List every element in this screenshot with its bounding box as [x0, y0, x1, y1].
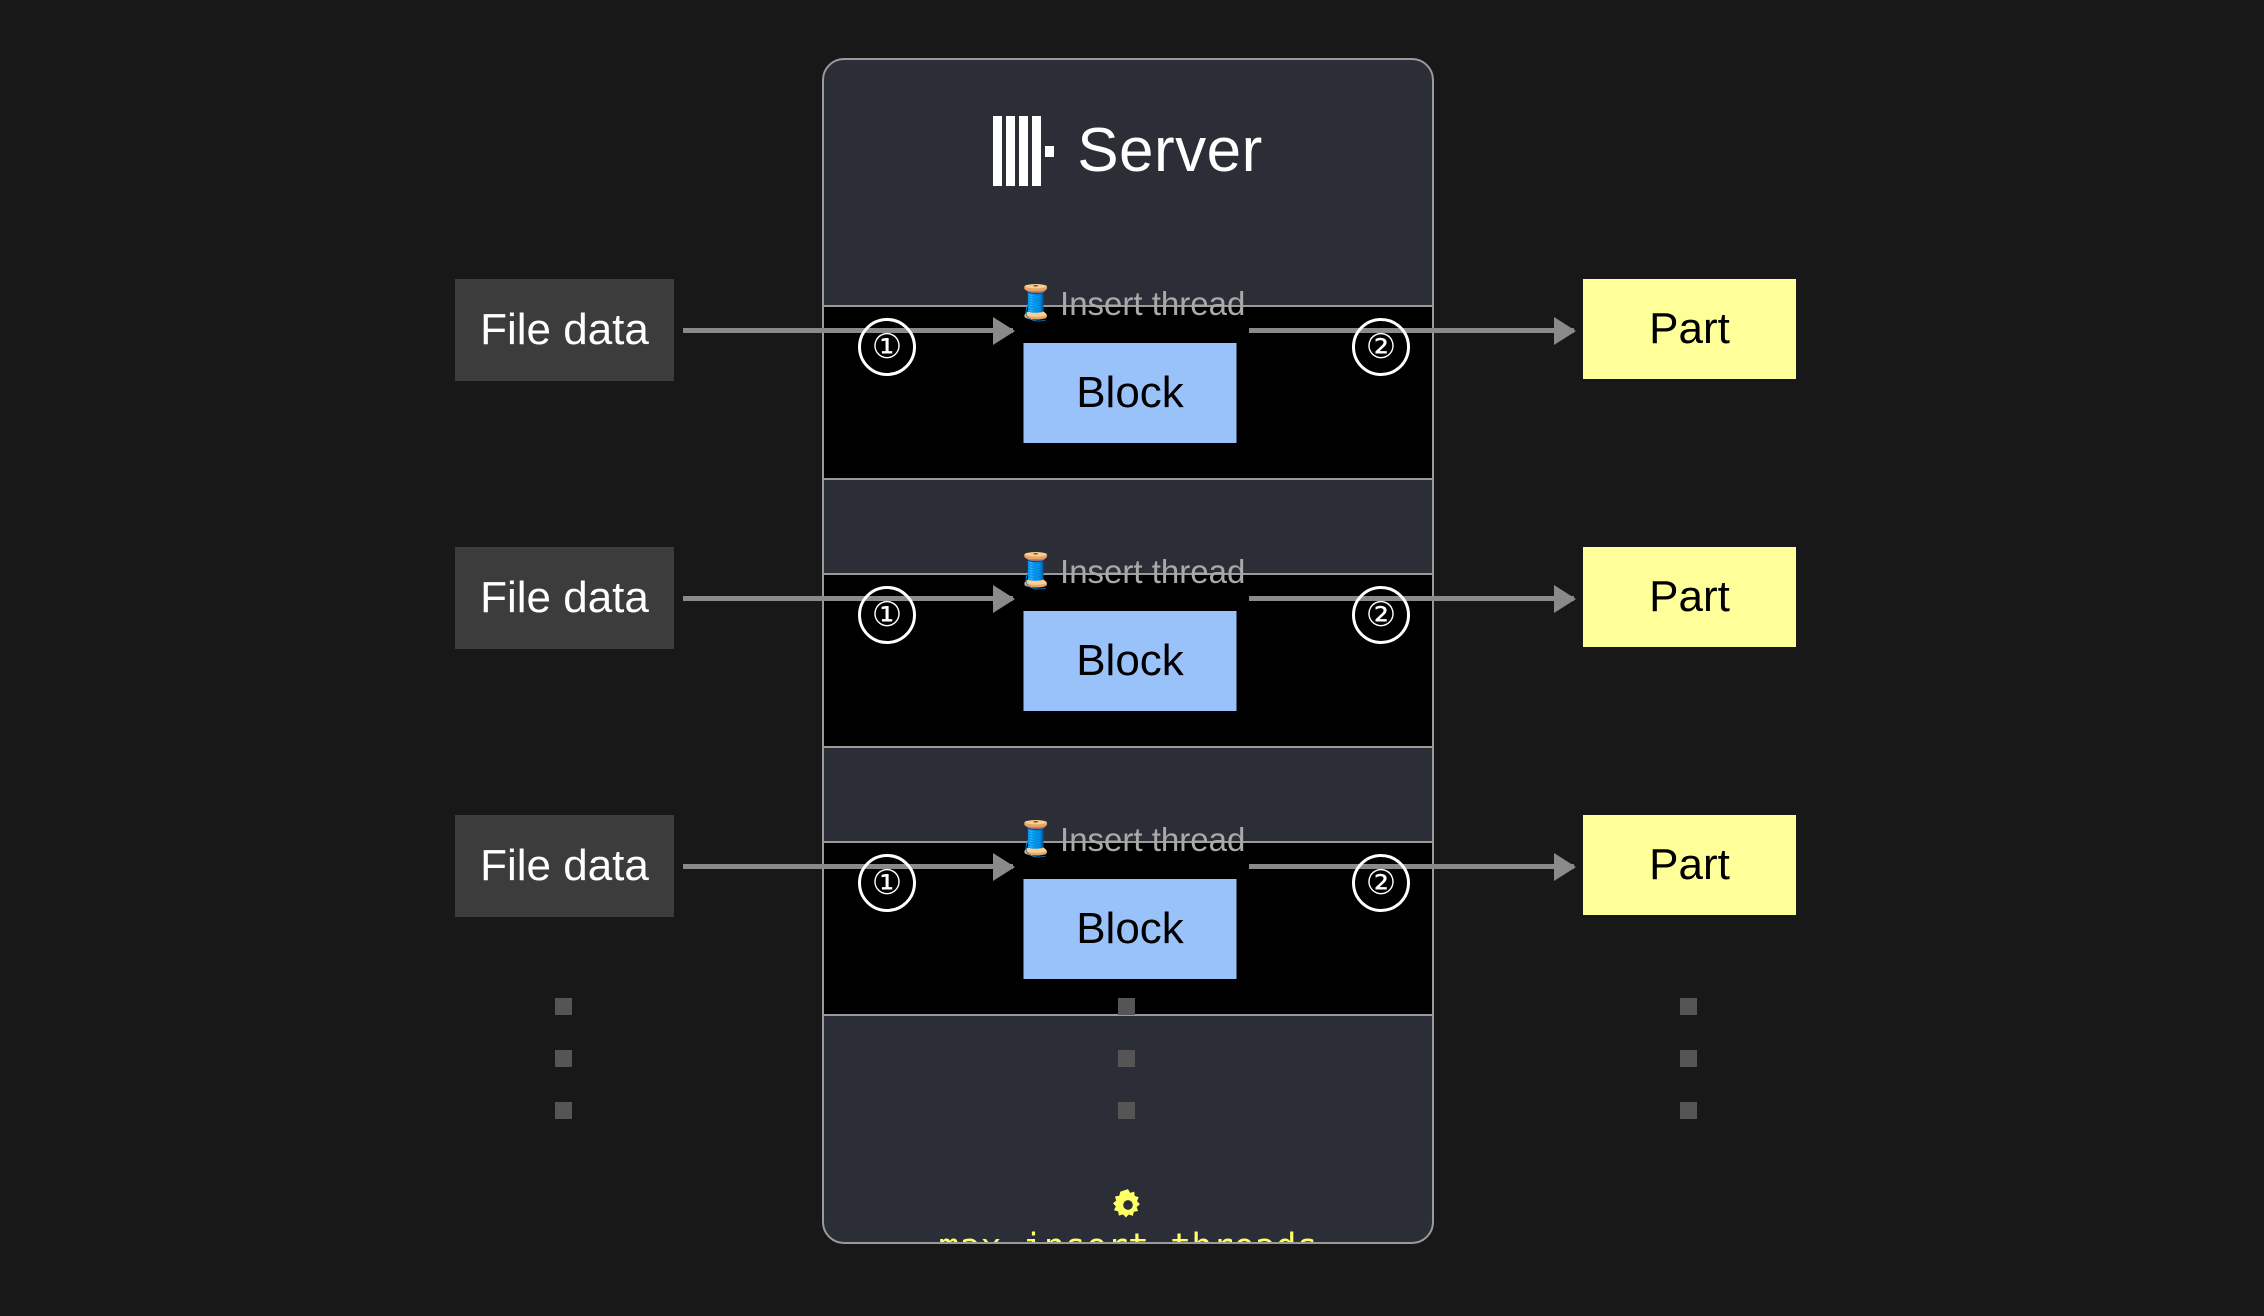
file-data-label: File data — [480, 841, 649, 890]
block-box: Block — [1023, 878, 1237, 979]
ellipsis-dot — [555, 1102, 572, 1119]
ellipsis-dot — [1118, 1050, 1135, 1067]
insert-thread-band: 🧵 Insert thread ① Block ② — [824, 822, 1432, 1016]
ellipsis-right — [1680, 998, 1697, 1119]
step-marker-in: ① — [858, 317, 916, 376]
ellipsis-center — [1118, 998, 1135, 1119]
arrow-block-to-part — [1249, 596, 1574, 601]
block-label: Block — [1076, 635, 1184, 685]
part-box: Part — [1583, 547, 1796, 647]
thread-spool-icon: 🧵 — [1014, 284, 1058, 322]
setting-footer: max_insert_threads — [824, 1188, 1432, 1243]
block-label: Block — [1076, 903, 1184, 953]
insert-thread-label: Insert thread — [1060, 284, 1246, 322]
ellipsis-dot — [1680, 1102, 1697, 1119]
ellipsis-dot — [1680, 998, 1697, 1015]
file-data-box: File data — [455, 815, 674, 917]
insert-thread-label-group: 🧵 Insert thread — [1015, 554, 1246, 588]
insert-thread-label-group: 🧵 Insert thread — [1015, 286, 1246, 320]
file-data-label: File data — [480, 305, 649, 354]
part-box: Part — [1583, 279, 1796, 379]
block-label: Block — [1076, 367, 1184, 417]
thread-spool-icon: 🧵 — [1014, 820, 1058, 858]
part-box: Part — [1583, 815, 1796, 915]
insert-thread-band: 🧵 Insert thread ① Block ② — [824, 554, 1432, 748]
block-box: Block — [1023, 342, 1237, 443]
insert-thread-band: 🧵 Insert thread ① Block ② — [824, 286, 1432, 480]
server-panel: Server 🧵 Insert thread ① Block ② 🧵 Inser… — [822, 58, 1434, 1244]
file-data-box: File data — [455, 547, 674, 649]
thread-spool-icon: 🧵 — [1014, 552, 1058, 590]
gear-icon — [1112, 1189, 1140, 1218]
part-label: Part — [1649, 304, 1730, 353]
ellipsis-dot — [1680, 1050, 1697, 1067]
file-data-label: File data — [480, 573, 649, 622]
part-label: Part — [1649, 572, 1730, 621]
step-marker-out: ② — [1352, 585, 1410, 644]
arrow-file-to-block — [683, 596, 1013, 601]
ellipsis-left — [555, 998, 572, 1119]
step-marker-out: ② — [1352, 853, 1410, 912]
part-label: Part — [1649, 840, 1730, 889]
step-marker-out: ② — [1352, 317, 1410, 376]
ellipsis-dot — [1118, 1102, 1135, 1119]
insert-thread-label-group: 🧵 Insert thread — [1015, 822, 1246, 856]
server-header: Server — [824, 60, 1432, 242]
step-marker-in: ① — [858, 585, 916, 644]
file-data-box: File data — [455, 279, 674, 381]
page-title: Server — [1077, 116, 1263, 185]
insert-thread-label: Insert thread — [1060, 552, 1246, 590]
arrow-file-to-block — [683, 328, 1013, 333]
arrow-file-to-block — [683, 864, 1013, 869]
block-box: Block — [1023, 610, 1237, 711]
setting-name: max_insert_threads — [938, 1230, 1317, 1243]
step-marker-in: ① — [858, 853, 916, 912]
insert-thread-label: Insert thread — [1060, 820, 1246, 858]
arrow-block-to-part — [1249, 328, 1574, 333]
clickhouse-logo-icon — [993, 116, 1055, 186]
ellipsis-dot — [1118, 998, 1135, 1015]
ellipsis-dot — [555, 1050, 572, 1067]
ellipsis-dot — [555, 998, 572, 1015]
arrow-block-to-part — [1249, 864, 1574, 869]
